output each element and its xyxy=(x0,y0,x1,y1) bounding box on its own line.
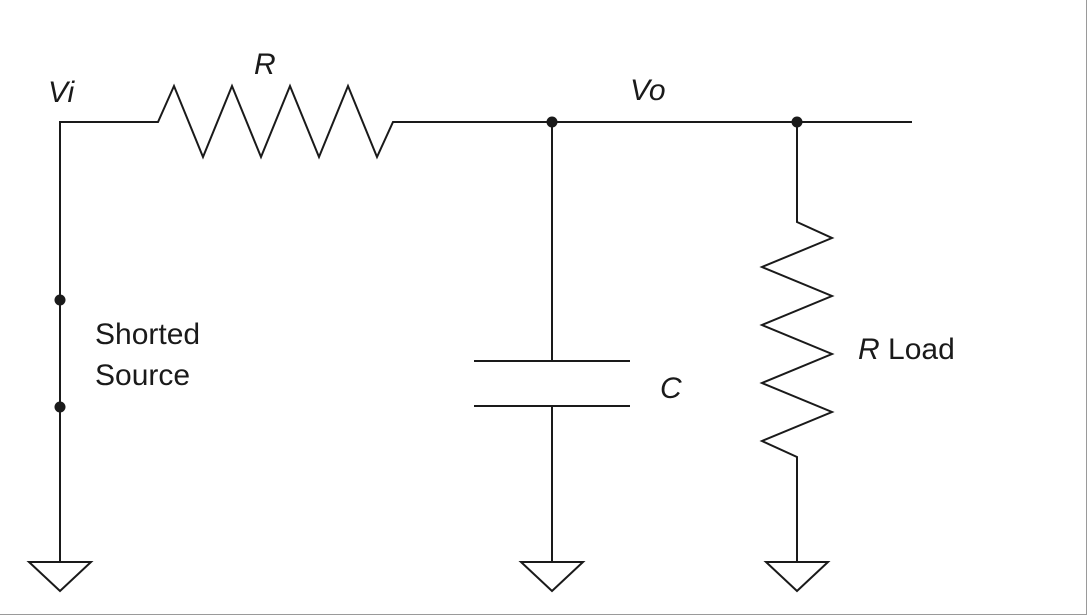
resistor-r-label: R xyxy=(254,48,276,81)
input-voltage-label: Vi xyxy=(48,76,75,109)
ground-symbol-left xyxy=(26,561,94,593)
source-node-bottom xyxy=(54,401,66,413)
series-resistor-r xyxy=(60,83,912,160)
load-resistor-symbol: R xyxy=(858,333,880,366)
capacitor-c-label: C xyxy=(660,372,682,405)
ground-symbol-right xyxy=(763,561,831,593)
ground-symbol-middle xyxy=(518,561,586,593)
load-resistor-text: Load xyxy=(888,333,955,366)
shorted-source-label-line2: Source xyxy=(95,359,191,392)
load-resistor-label: R Load xyxy=(858,335,955,365)
source-node-top xyxy=(54,294,66,306)
output-voltage-label: Vo xyxy=(630,74,666,107)
load-resistor xyxy=(759,122,835,562)
shorted-source-label-line1: Shorted xyxy=(95,318,201,351)
